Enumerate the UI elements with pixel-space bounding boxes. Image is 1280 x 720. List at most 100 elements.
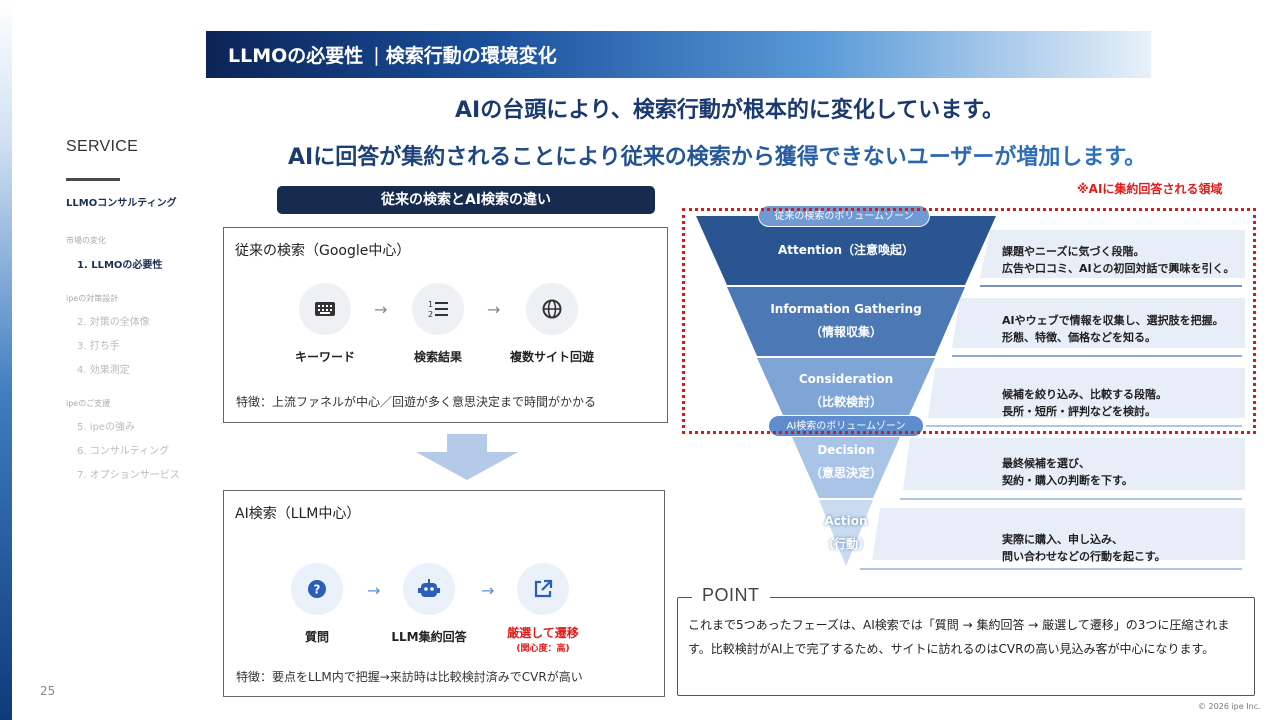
stage-desc-decision: 最終候補を選び、 契約・購入の判断を下す。 xyxy=(1002,455,1133,489)
stage-label-information: Information Gathering （情報収集） xyxy=(726,298,966,344)
desc-line: AIやウェブで情報を収集し、選択肢を把握。 xyxy=(1002,314,1224,327)
funnel-stage-action xyxy=(819,500,873,566)
headline-secondary: AIに回答が集約されることにより従来の検索から獲得できないユーザーが増加します。 xyxy=(288,139,1146,171)
keyboard-icon xyxy=(299,283,351,335)
sidebar-group-support: ipeのご支援 xyxy=(66,399,111,408)
sidebar-item-options[interactable]: 7. オプションサービス xyxy=(77,470,180,481)
ai-search-panel: AI検索（LLM中心） ? 質問 → LLM集約回答 → 厳選して遷移 (関心度… xyxy=(223,490,665,697)
desc-line: 課題やニーズに気づく段階。 xyxy=(1002,245,1145,258)
ai-aggregation-area-frame xyxy=(682,208,1256,434)
step-keyword: キーワード xyxy=(275,283,375,365)
header-subtitle: 検索行動の環境変化 xyxy=(385,45,557,67)
step-llm-answer: LLM集約回答 xyxy=(379,563,479,645)
desc-band-3 xyxy=(928,368,1245,418)
ai-aggregation-note: ※AIに集約回答される領域 xyxy=(1077,182,1223,196)
stage-name: Decision xyxy=(817,443,875,457)
funnel-stage-decision xyxy=(788,428,904,498)
step-sublabel: (関心度：高) xyxy=(516,644,570,654)
slide-header: LLMOの必要性 | 検索行動の環境変化 xyxy=(206,31,1151,78)
stage-label-attention: Attention（注意喚起） xyxy=(726,239,966,262)
funnel-stage-information xyxy=(727,287,965,356)
sidebar-item-overview[interactable]: 2. 対策の全体像 xyxy=(77,317,150,328)
arrow-right-icon: → xyxy=(374,300,388,319)
stage-desc-consideration: 候補を絞り込み、比較する段階。 長所・短所・評判などを検討。 xyxy=(1002,386,1167,420)
step-label: 質問 xyxy=(304,630,329,644)
desc-line: 候補を絞り込み、比較する段階。 xyxy=(1002,388,1167,401)
sidebar-item-tactics[interactable]: 3. 打ち手 xyxy=(77,341,120,352)
stage-desc-information: AIやウェブで情報を収集し、選択肢を把握。 形態、特徴、価格などを知る。 xyxy=(1002,312,1224,346)
step-label: LLM集約回答 xyxy=(391,630,467,644)
robot-icon xyxy=(403,563,455,615)
page-number: 25 xyxy=(40,684,56,698)
globe-icon xyxy=(526,283,578,335)
sidebar-divider xyxy=(66,178,120,181)
sidebar-title: SERVICE xyxy=(66,138,139,155)
sidebar-item-strengths[interactable]: 5. ipeの強み xyxy=(77,422,135,433)
traditional-search-title: 従来の検索（Google中心） xyxy=(235,243,411,259)
step-question: ? 質問 xyxy=(267,563,367,645)
arrow-right-icon: → xyxy=(487,300,501,319)
traditional-search-note: 特徴：上流ファネルが中心／回遊が多く意思決定まで時間がかかる xyxy=(236,395,597,409)
svg-text:?: ? xyxy=(314,583,321,597)
step-multi-site: 複数サイト回遊 xyxy=(502,283,602,365)
desc-line: 形態、特徴、価格などを知る。 xyxy=(1002,331,1156,345)
desc-line: 実際に購入、申し込み、 xyxy=(1002,533,1123,546)
funnel-graphic xyxy=(696,216,1245,570)
sidebar-item-consulting[interactable]: 6. コンサルティング xyxy=(77,446,170,457)
ai-search-title: AI検索（LLM中心） xyxy=(235,506,361,522)
desc-band-5 xyxy=(872,508,1245,560)
stage-label-decision: Decision （意思決定） xyxy=(726,439,966,485)
desc-line: 契約・購入の判断を下す。 xyxy=(1002,474,1133,488)
svg-text:2: 2 xyxy=(428,310,433,319)
sidebar-item-measurement[interactable]: 4. 効果測定 xyxy=(77,365,130,376)
stage-desc-action: 実際に購入、申し込み、 問い合わせなどの行動を起こす。 xyxy=(1002,531,1166,565)
stage-name-jp: （情報収集） xyxy=(809,324,882,339)
funnel-stage-attention xyxy=(696,216,996,285)
stage-desc-attention: 課題やニーズに気づく段階。 広告や口コミ、AIとの初回対話で興味を引く。 xyxy=(1002,243,1235,277)
step-label: 複数サイト回遊 xyxy=(509,350,594,364)
stage-name-jp: （行動） xyxy=(821,536,870,551)
desc-band-1 xyxy=(980,230,1245,278)
stage-name-jp: （意思決定） xyxy=(809,465,882,480)
stage-name: Action xyxy=(824,514,868,528)
desc-line: 問い合わせなどの行動を起こす。 xyxy=(1002,550,1166,564)
stage-label-action: Action （行動） xyxy=(726,510,966,556)
desc-line: 長所・短所・評判などを検討。 xyxy=(1002,405,1156,419)
point-box xyxy=(677,597,1255,696)
point-title: POINT xyxy=(692,585,770,606)
desc-band-2 xyxy=(952,298,1245,348)
arrow-right-icon: → xyxy=(367,581,381,600)
headline-primary: AIの台頭により、検索行動が根本的に変化しています。 xyxy=(455,98,1005,123)
svg-text:1: 1 xyxy=(428,300,433,309)
desc-band-4 xyxy=(903,438,1245,490)
funnel-stage-consideration xyxy=(757,358,935,426)
stage-name: Consideration xyxy=(798,372,894,386)
desc-line: 最終候補を選び、 xyxy=(1002,457,1090,470)
sidebar-group-design: ipeの対策設計 xyxy=(66,294,119,303)
sidebar-item-llmo-necessity[interactable]: 1. LLMOの必要性 xyxy=(77,260,163,271)
copyright: © 2026 ipe Inc. xyxy=(1198,702,1261,711)
step-curated-visit: 厳選して遷移 (関心度：高) xyxy=(493,563,593,654)
left-accent-bar xyxy=(0,0,12,720)
header-title: LLMOの必要性 xyxy=(228,45,364,67)
sidebar-nav: SERVICE LLMOコンサルティング 市場の変化 1. LLMOの必要性 i… xyxy=(66,138,206,481)
desc-line: 広告や口コミ、AIとの初回対話で興味を引く。 xyxy=(1002,262,1235,276)
purchase-funnel: 従来の検索のボリュームゾーン AI検索のボリュームゾーン Attention（注… xyxy=(690,205,1250,580)
step-label: キーワード xyxy=(294,350,355,364)
arrow-right-icon: → xyxy=(481,581,495,600)
external-link-icon xyxy=(517,563,569,615)
point-text: これまで5つあったフェーズは、AI検索では「質問 → 集約回答 → 厳選して遷移… xyxy=(688,618,1230,656)
step-label: 検索結果 xyxy=(413,350,462,364)
stage-name: Attention（注意喚起） xyxy=(777,243,915,257)
step-label: 厳選して遷移 xyxy=(507,626,579,640)
stage-name: Information Gathering xyxy=(770,302,922,316)
comparison-title: 従来の検索とAI検索の違い xyxy=(277,186,655,214)
sidebar-group-market: 市場の変化 xyxy=(66,236,106,245)
sidebar-section-title: LLMOコンサルティング xyxy=(66,198,177,209)
stage-label-consideration: Consideration （比較検討） xyxy=(726,368,966,414)
down-arrow-icon xyxy=(416,434,518,480)
header-separator: | xyxy=(373,43,380,66)
ai-search-note: 特徴：要点をLLM内で把握→来訪時は比較検討済みでCVRが高い xyxy=(236,670,583,684)
